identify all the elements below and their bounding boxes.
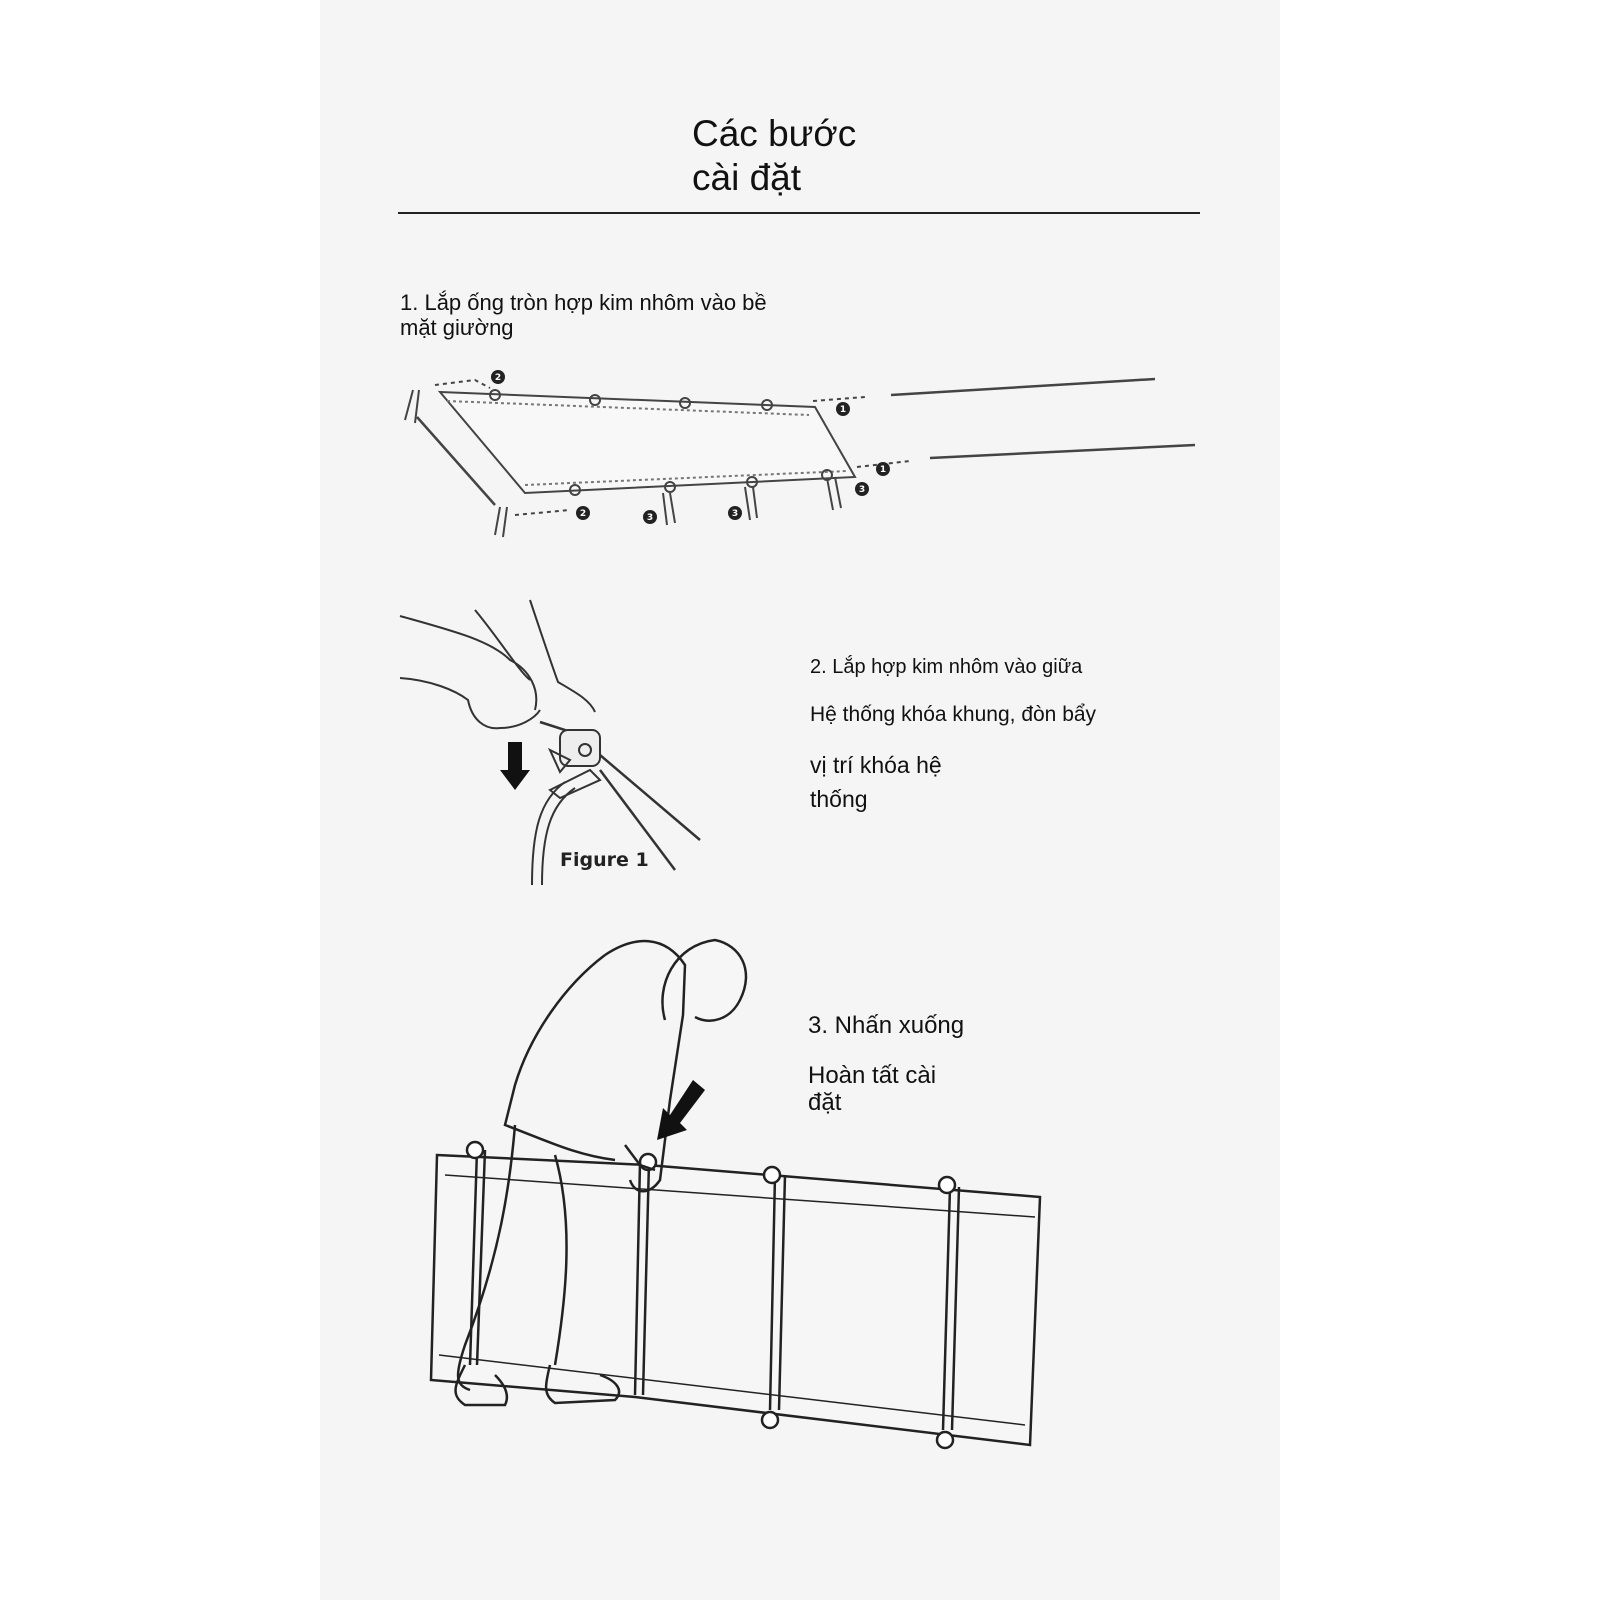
down-arrow-icon [500,742,530,790]
callout-1: 1 [880,465,886,475]
callout-1: 1 [840,405,846,415]
step-1-text: 1. Lắp ống tròn hợp kim nhôm vào bề mặt … [400,290,767,340]
step-1-illustration: 2 1 1 2 3 3 3 [404,370,1196,538]
step-2-heading: 2. Lắp hợp kim nhôm vào giữa [810,656,1083,678]
title-line-2: cài đặt [692,157,802,198]
callout-3: 3 [647,513,653,523]
title-divider [398,212,1200,214]
callout-2: 2 [580,509,586,519]
figure-label: Figure 1 [560,849,649,871]
callout-2: 2 [495,373,501,383]
step-3-line-2: Hoàn tất cài đặt [808,1062,937,1116]
step-2-line-3: vị trí khóa hệ thống [810,752,942,812]
step-3-heading: 3. Nhấn xuống [808,1012,965,1039]
callout-3: 3 [859,485,865,495]
step-3-illustration [429,938,1042,1450]
callout-3: 3 [732,509,738,519]
page-title: Các bước cài đặt [692,112,856,200]
title-line-1: Các bước [692,113,857,154]
step-2-illustration: Figure 1 [399,599,701,886]
step-2-line-2: Hệ thống khóa khung, đòn bẩy [810,703,1097,726]
press-down-arrow-icon [657,1080,705,1140]
